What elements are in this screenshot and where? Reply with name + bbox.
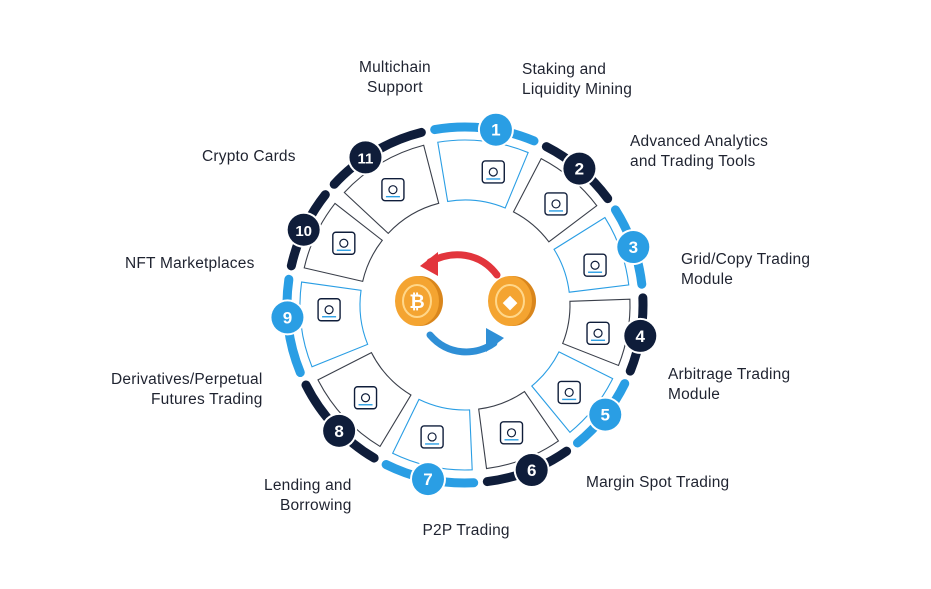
- network-nodes-icon: [481, 160, 505, 184]
- arrow-blue-head: [486, 328, 504, 352]
- inner-panels: [299, 139, 631, 471]
- label-line: Arbitrage Trading: [668, 366, 791, 383]
- label-line: NFT Marketplaces: [125, 255, 255, 272]
- grid-icon: [586, 321, 610, 345]
- label-line: Module: [668, 386, 721, 403]
- badge-number: 4: [636, 327, 646, 346]
- number-badge-7: 7: [409, 461, 446, 498]
- badge-number: 11: [358, 150, 374, 167]
- exchange-arrow-blue: [426, 331, 498, 356]
- label-line: Multichain: [359, 59, 431, 76]
- label-line: Support: [367, 79, 423, 96]
- arbitrage-chart-icon: [557, 380, 581, 405]
- badge-number: 2: [575, 160, 584, 179]
- badge-number: 3: [629, 238, 638, 257]
- label-line: Borrowing: [279, 497, 352, 514]
- label-line: Liquidity Mining: [522, 81, 633, 98]
- derivatives-tree-icon: [317, 298, 341, 322]
- label-line: Staking and: [522, 61, 607, 78]
- feature-label-10: NFT Marketplaces: [125, 254, 255, 274]
- center-exchange-graphic: ₿◆: [395, 251, 536, 356]
- feature-label-6: Margin Spot Trading: [586, 473, 729, 493]
- panel-10: [303, 202, 384, 283]
- arrow-red-head: [420, 252, 438, 276]
- analytics-chart-icon: [583, 253, 607, 277]
- nft-store-icon: [332, 231, 356, 255]
- feature-label-7: P2P Trading: [423, 521, 510, 541]
- number-badge-3: 3: [615, 229, 652, 266]
- number-badge-11: 11: [347, 139, 384, 176]
- number-badge-10: 10: [285, 211, 322, 248]
- label-line: Crypto Cards: [202, 148, 296, 165]
- number-badges: 1 2 3 4 5 6 7 8 9 10 11: [269, 111, 659, 498]
- bitcoin-coin: ₿: [395, 276, 443, 326]
- lending-hand-icon: [353, 386, 378, 410]
- badge-number: 5: [601, 406, 610, 425]
- label-line: Grid/Copy Trading: [681, 251, 811, 268]
- label-line: P2P Trading: [422, 522, 510, 539]
- number-badge-5: 5: [587, 396, 624, 433]
- badge-number: 10: [295, 223, 312, 240]
- panel-9: [299, 281, 369, 368]
- panel-6: [478, 390, 560, 470]
- number-badge-1: 1: [477, 111, 514, 148]
- number-badge-4: 4: [622, 317, 659, 354]
- badge-number: 8: [334, 422, 343, 441]
- exchange-arrow-red: [426, 251, 501, 279]
- label-line: Advanced Analytics: [630, 133, 769, 150]
- label-line: Module: [681, 271, 734, 288]
- label-line: and Trading Tools: [630, 153, 756, 170]
- feature-label-11: Crypto Cards: [202, 147, 296, 167]
- panel-4: [561, 298, 631, 367]
- number-badge-9: 9: [269, 299, 306, 336]
- panel-8: [317, 351, 412, 448]
- number-badge-8: 8: [321, 412, 358, 449]
- label-line: Derivatives/Perpetual: [111, 371, 263, 388]
- panel-7: [391, 398, 473, 471]
- badge-number: 9: [283, 308, 292, 327]
- coin-mining-icon: [544, 192, 568, 216]
- label-line: Margin Spot Trading: [586, 474, 730, 491]
- number-badge-2: 2: [561, 150, 598, 187]
- feature-label-3: Advanced Analytics and Trading Tools: [630, 132, 768, 172]
- ethereum-coin: ◆: [488, 276, 536, 326]
- label-line: Futures Trading: [150, 391, 263, 408]
- number-badge-6: 6: [513, 452, 550, 489]
- svg-text:◆: ◆: [503, 291, 518, 313]
- margin-chart-icon: [499, 421, 524, 445]
- svg-text:₿: ₿: [409, 291, 424, 313]
- p2p-users-icon: [420, 425, 444, 449]
- badge-number: 7: [423, 470, 432, 489]
- badge-number: 1: [491, 121, 500, 140]
- crypto-card-icon: [381, 177, 405, 202]
- label-line: Lending and: [264, 477, 352, 494]
- badge-number: 6: [527, 461, 536, 480]
